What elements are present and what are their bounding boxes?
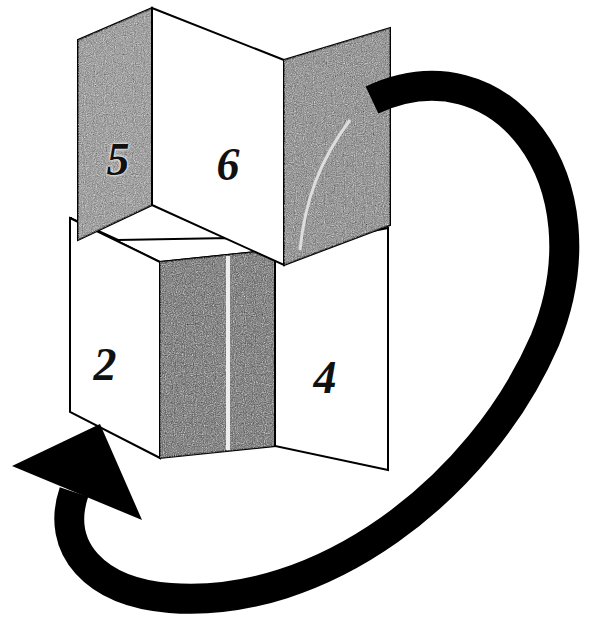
crease — [226, 256, 230, 450]
arrow-head — [12, 424, 142, 520]
face-number: 5 — [107, 137, 130, 183]
crease — [300, 120, 350, 250]
face-number: 4 — [314, 355, 337, 401]
textured-face — [78, 8, 152, 240]
texture — [284, 28, 390, 265]
texture — [160, 250, 275, 458]
textured-face — [160, 250, 275, 458]
face — [152, 8, 284, 265]
face — [70, 218, 160, 458]
rotation-arrow — [69, 86, 564, 599]
texture — [78, 8, 152, 240]
textured-face — [284, 28, 390, 265]
face-number: 2 — [94, 342, 117, 388]
face — [275, 228, 388, 470]
face-number: 6 — [217, 142, 240, 188]
